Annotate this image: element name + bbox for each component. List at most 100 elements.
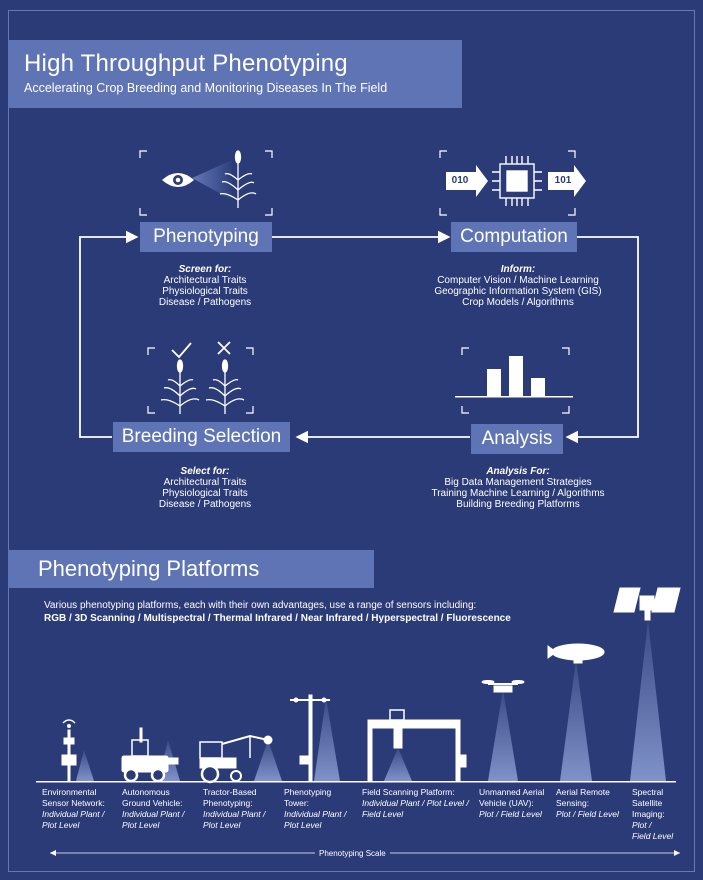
beam-tractor bbox=[254, 740, 282, 781]
platform-name: Spectral bbox=[632, 787, 664, 797]
platform-level: Individual Plant / bbox=[284, 809, 347, 819]
page-title: High Throughput Phenotyping bbox=[24, 50, 348, 77]
input-bits: 010 bbox=[451, 175, 469, 186]
platform-name: Ground Vehicle: bbox=[122, 798, 183, 808]
beam-satellite bbox=[630, 620, 666, 781]
platform-level: Individual Plant / Plot Level / bbox=[362, 798, 469, 808]
phenotyping-description: Screen for: Architectural Traits Physiol… bbox=[110, 264, 300, 308]
tractor-icon bbox=[199, 734, 273, 784]
title-banner: High Throughput Phenotyping Accelerating… bbox=[8, 40, 462, 108]
breeding-description: Select for: Architectural Traits Physiol… bbox=[110, 466, 300, 510]
chip-icon bbox=[492, 156, 542, 206]
platform-name: Sensing: bbox=[556, 798, 590, 808]
frame-corners-phenotyping bbox=[139, 150, 273, 216]
scale-label: Phenotyping Scale bbox=[315, 849, 390, 858]
platform-field-scanning: Field Scanning Platform: Individual Plan… bbox=[362, 787, 469, 820]
platform-level: Individual Plant / bbox=[203, 809, 266, 819]
uav-icon bbox=[481, 680, 525, 693]
breeding-line: Disease / Pathogens bbox=[158, 499, 252, 510]
platform-name: Tower: bbox=[284, 798, 310, 808]
beam-sensor bbox=[76, 750, 94, 781]
beam-blimp bbox=[560, 660, 592, 781]
platform-name: Aerial Remote bbox=[556, 787, 610, 797]
eye-icon bbox=[162, 173, 194, 187]
beam-scanner bbox=[384, 748, 412, 781]
platform-name: Autonomous bbox=[122, 787, 170, 797]
field-scanner-icon bbox=[367, 709, 467, 782]
platform-level: Plot Level bbox=[122, 820, 160, 830]
blimp-icon bbox=[547, 643, 605, 664]
ground-vehicle-icon bbox=[121, 727, 179, 783]
analysis-description: Analysis For: Big Data Management Strate… bbox=[405, 466, 631, 510]
cycle-diagram bbox=[79, 150, 639, 444]
breeding-line: Physiological Traits bbox=[162, 488, 248, 499]
bar-chart-icon bbox=[455, 356, 573, 398]
computation-line: Computer Vision / Machine Learning bbox=[437, 275, 599, 286]
arrow-computation-to-analysis bbox=[565, 236, 639, 444]
platform-spectral-satellite: Spectral Satellite Imaging: Plot / Field… bbox=[632, 787, 673, 842]
platform-level: Plot Level bbox=[284, 820, 322, 830]
computation-box: Computation bbox=[451, 222, 577, 252]
arrow-breeding-to-phenotyping bbox=[79, 230, 139, 438]
platform-level: Plot / Field Level bbox=[556, 809, 619, 819]
computation-line: Geographic Information System (GIS) bbox=[434, 286, 602, 297]
plant-icon-rejected bbox=[205, 359, 245, 414]
platform-level: Plot Level bbox=[203, 820, 241, 830]
plant-icon-selected bbox=[160, 359, 200, 414]
platform-level: Field Level bbox=[632, 831, 674, 841]
platform-uav: Unmanned Aerial Vehicle (UAV): Plot / Fi… bbox=[479, 787, 544, 820]
platform-environmental-sensor: Environmental Sensor Network: Individual… bbox=[42, 787, 105, 831]
page-frame bbox=[8, 10, 695, 872]
platform-tractor-based: Tractor-Based Phenotyping: Individual Pl… bbox=[203, 787, 265, 831]
platform-name: Phenotyping bbox=[284, 787, 332, 797]
analysis-box: Analysis bbox=[471, 424, 563, 454]
analysis-line: Big Data Management Strategies bbox=[444, 477, 592, 488]
analysis-line: Building Breeding Platforms bbox=[456, 499, 580, 510]
phenotyping-tower-icon bbox=[290, 694, 330, 782]
beam-tower bbox=[314, 698, 340, 781]
phenotyping-line: Physiological Traits bbox=[162, 286, 248, 297]
platform-name: Phenotyping: bbox=[203, 798, 253, 808]
phenotyping-line: Disease / Pathogens bbox=[158, 297, 252, 308]
sensor-list: RGB / 3D Scanning / Multispectral / Ther… bbox=[44, 613, 511, 624]
output-arrow-icon bbox=[548, 165, 586, 197]
platform-name: Environmental bbox=[42, 787, 97, 797]
phenotyping-heading: Screen for: bbox=[178, 264, 232, 275]
platform-name: Tractor-Based bbox=[203, 787, 257, 797]
analysis-heading: Analysis For: bbox=[486, 466, 550, 477]
platform-name: Vehicle (UAV): bbox=[479, 798, 534, 808]
platform-level: Plot / bbox=[632, 820, 652, 830]
platform-aerial-remote-sensing: Aerial Remote Sensing: Plot / Field Leve… bbox=[556, 787, 619, 820]
platform-level: Individual Plant / bbox=[122, 809, 185, 819]
platforms-illustration bbox=[36, 587, 681, 784]
platform-phenotyping-tower: Phenotyping Tower: Individual Plant / Pl… bbox=[284, 787, 346, 831]
platforms-title: Phenotyping Platforms bbox=[38, 556, 260, 581]
sensor-station-icon bbox=[61, 719, 77, 782]
platforms-banner: Phenotyping Platforms bbox=[8, 550, 374, 588]
platforms-intro: Various phenotyping platforms, each with… bbox=[44, 600, 477, 611]
beam-uav bbox=[488, 690, 518, 781]
platform-level: Field Level bbox=[362, 809, 404, 819]
input-arrow-icon bbox=[446, 165, 488, 197]
breeding-heading: Select for: bbox=[180, 466, 230, 477]
page-subtitle: Accelerating Crop Breeding and Monitorin… bbox=[24, 81, 388, 95]
vision-cone bbox=[192, 160, 232, 200]
breeding-selection-box: Breeding Selection bbox=[113, 422, 290, 452]
platform-level: Plot Level bbox=[42, 820, 80, 830]
platform-name: Satellite bbox=[632, 798, 663, 808]
platform-autonomous-ground-vehicle: Autonomous Ground Vehicle: Individual Pl… bbox=[122, 787, 184, 831]
platform-name: Field Scanning Platform: bbox=[362, 787, 455, 797]
platform-name: Imaging: bbox=[632, 809, 665, 819]
output-bits: 101 bbox=[554, 175, 572, 186]
frame-corners-analysis bbox=[461, 347, 570, 414]
x-icon bbox=[217, 341, 231, 355]
computation-heading: Inform: bbox=[500, 264, 536, 275]
frame-corners-breeding bbox=[147, 347, 254, 414]
phenotyping-line: Architectural Traits bbox=[163, 275, 247, 286]
computation-line: Crop Models / Algorithms bbox=[462, 297, 574, 308]
ground-line bbox=[36, 781, 676, 783]
satellite-icon bbox=[613, 587, 681, 621]
platform-level: Plot / Field Level bbox=[479, 809, 542, 819]
check-icon bbox=[171, 342, 192, 359]
plant-icon bbox=[219, 150, 257, 208]
